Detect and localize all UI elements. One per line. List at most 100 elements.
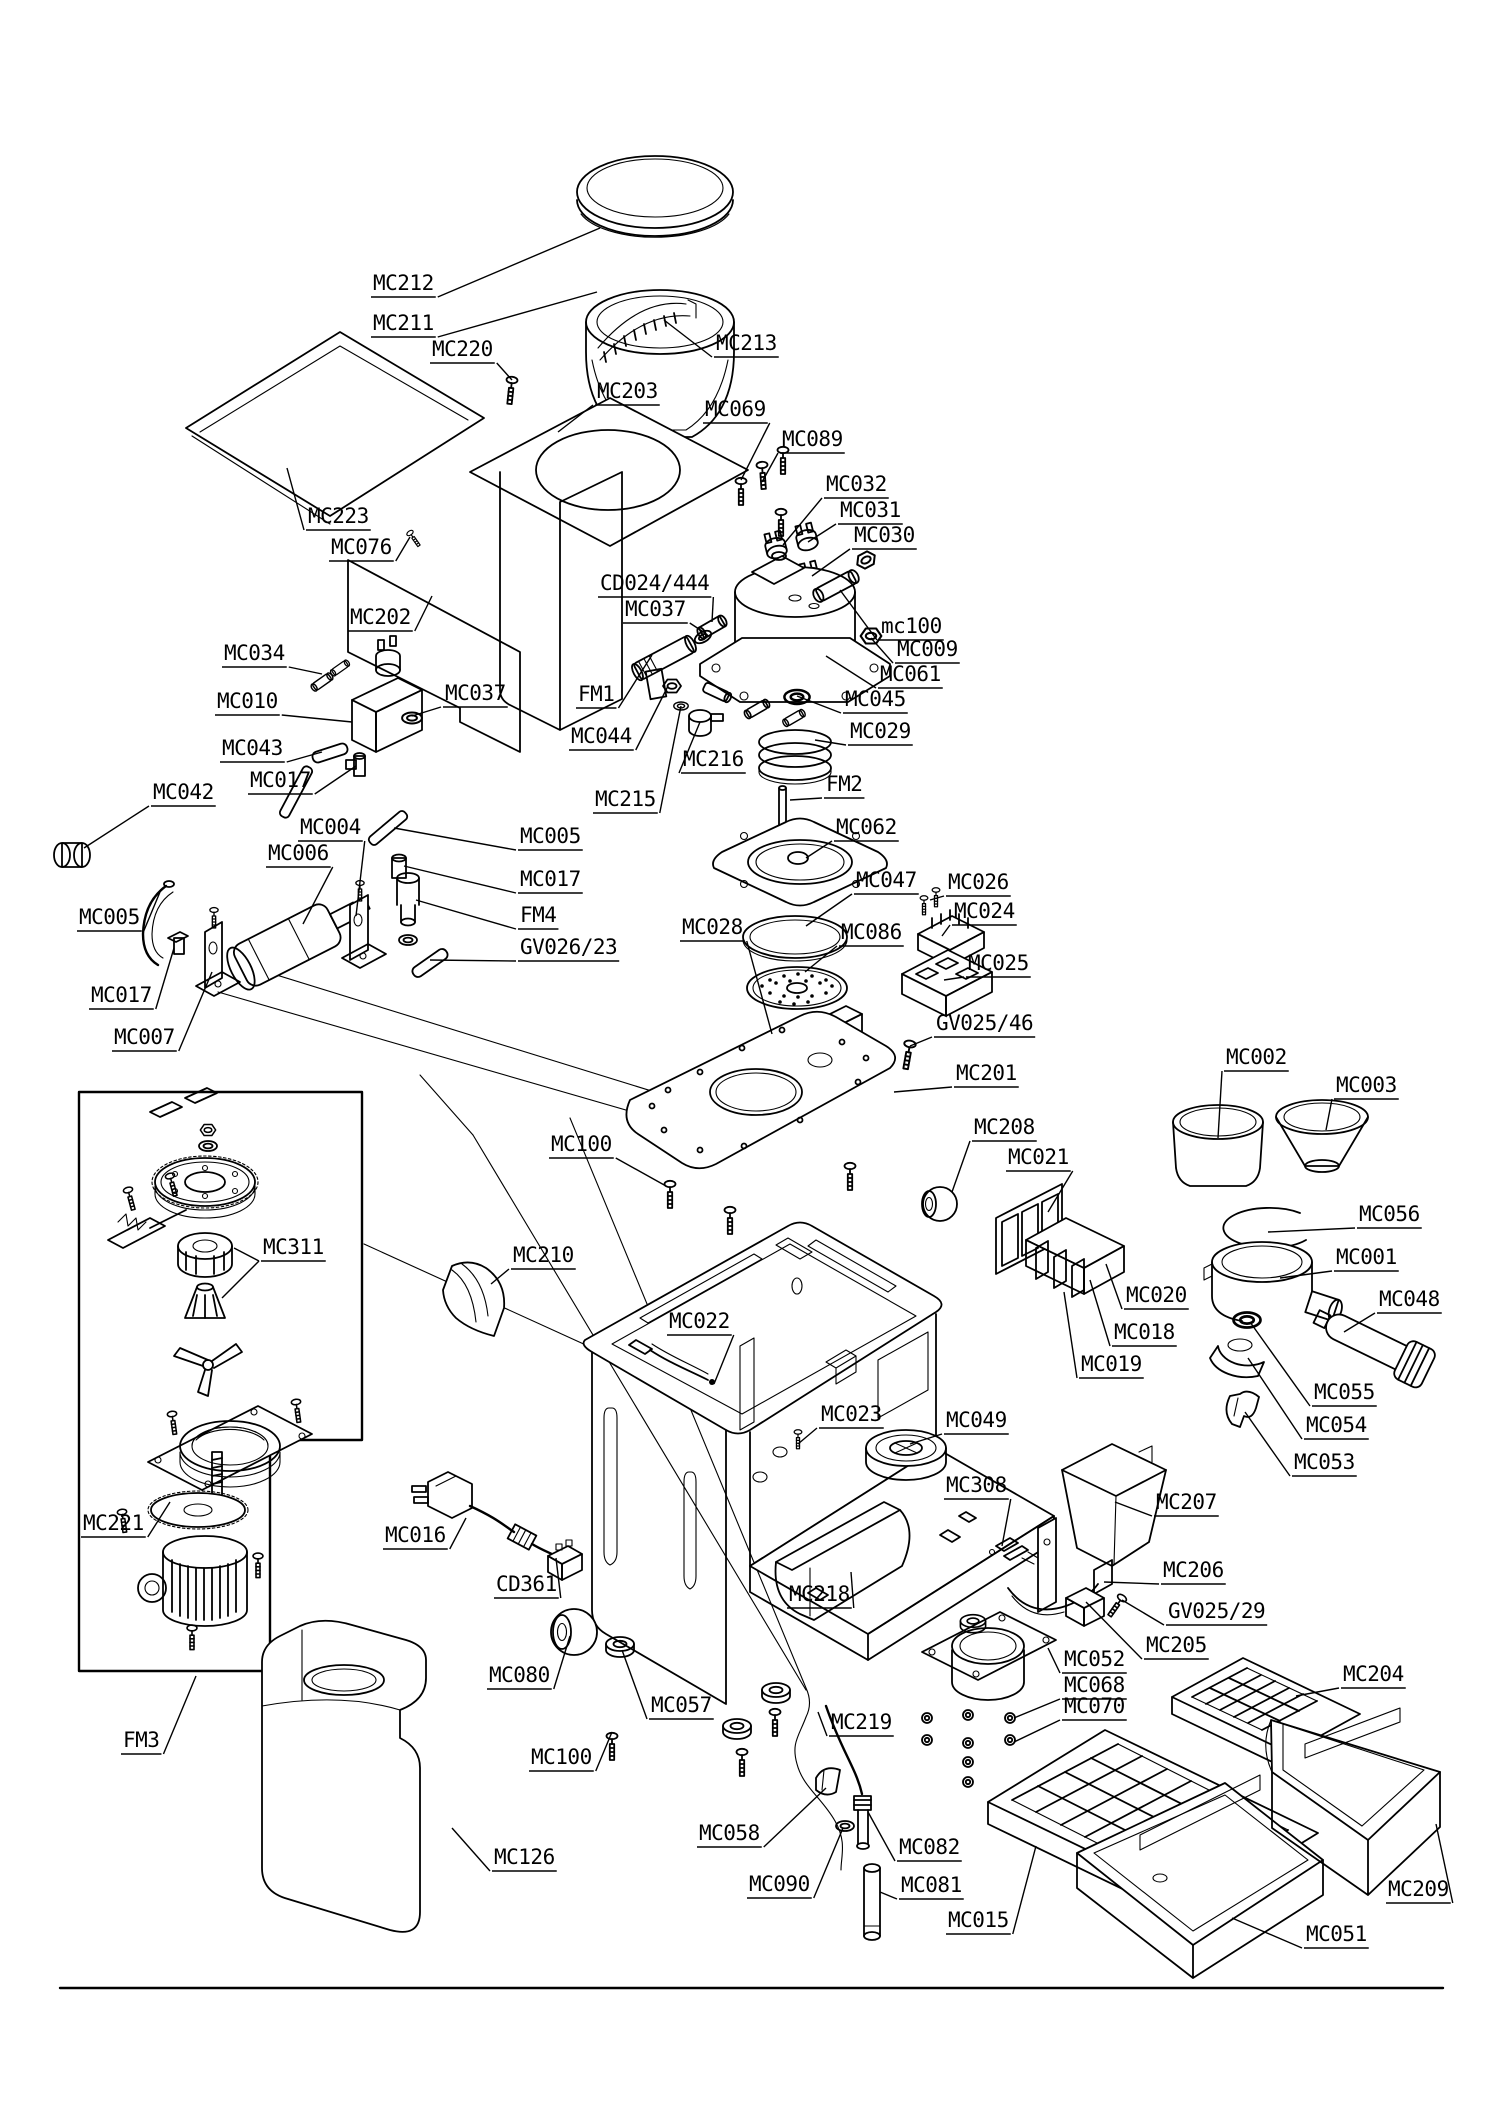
part-label-mc020: MC020 — [1105, 1263, 1189, 1310]
mc042-bushing — [53, 842, 91, 868]
leader-line — [1105, 1263, 1123, 1310]
burr-cone — [184, 1282, 226, 1319]
part-number-text: FM2 — [826, 772, 862, 796]
pump-bracket-left — [195, 906, 241, 997]
mc100-fitting — [812, 569, 860, 603]
chassis-group — [582, 1186, 1055, 1705]
sweeper-blade — [173, 1343, 243, 1397]
part-label-cd024-444: CD024/444 — [598, 571, 715, 623]
bearing — [177, 1232, 233, 1278]
leader-line — [879, 1891, 898, 1900]
chassis-top-face — [582, 1221, 943, 1435]
part-label-mc026: MC026 — [929, 870, 1011, 901]
mc003-filter-cone — [1275, 1099, 1369, 1173]
base-plate-group — [625, 1005, 918, 1235]
leader-line — [496, 362, 513, 381]
part-label-mc005: MC005 — [77, 891, 161, 932]
leader-line — [355, 840, 366, 917]
part-label-mc070: MC070 — [1013, 1694, 1127, 1743]
leader-line — [403, 865, 517, 894]
part-number-text: MC212 — [373, 271, 434, 295]
fm3-inset-box — [77, 1087, 364, 1673]
lower-right-group — [921, 1443, 1167, 1788]
mc221-gear — [150, 1492, 246, 1528]
mc029-spring — [758, 729, 832, 785]
mc308-microswitch — [988, 1537, 1039, 1565]
part-number-text: MC057 — [651, 1693, 712, 1717]
leader-line — [1089, 1279, 1111, 1347]
leader-line — [1047, 1170, 1074, 1213]
part-label-mc080: MC080 — [487, 1635, 571, 1690]
part-number-text: MC215 — [595, 787, 656, 811]
part-label-mc202: MC202 — [348, 595, 433, 632]
switch-group — [995, 1183, 1125, 1298]
leader-line — [1001, 1498, 1012, 1547]
leader-line — [1085, 1601, 1143, 1660]
leader-line — [437, 227, 601, 298]
leader-line — [1279, 1270, 1333, 1279]
part-label-mc205: MC205 — [1085, 1601, 1209, 1660]
part-label-mc208: MC208 — [951, 1115, 1037, 1193]
part-label-mc201: MC201 — [893, 1061, 1019, 1093]
part-label-mc034: MC034 — [222, 641, 323, 675]
part-number-text: MC068 — [1064, 1673, 1125, 1697]
mc207-funnel — [1061, 1443, 1167, 1567]
part-number-text: MC209 — [1388, 1877, 1449, 1901]
part-number-text: MC052 — [1064, 1647, 1125, 1671]
leader-line — [805, 840, 833, 859]
part-label-gv026-23: GV026/23 — [429, 935, 620, 962]
pump-group — [53, 635, 449, 997]
mc051-drip-tray — [1076, 1774, 1324, 1979]
mc216-valve — [688, 709, 724, 737]
leader-line — [1249, 1321, 1311, 1407]
part-number-text: MC210 — [513, 1243, 574, 1267]
part-number-text: MC089 — [782, 427, 843, 451]
leader-line — [557, 404, 594, 433]
part-label-mc031: MC031 — [807, 498, 903, 543]
leader-line — [490, 1268, 510, 1285]
screw-icon — [734, 476, 748, 506]
part-label-gv025-29: GV025/29 — [1121, 1599, 1268, 1626]
part-number-text: MC043 — [222, 736, 283, 760]
part-label-mc015: MC015 — [946, 1845, 1037, 1935]
leader-line — [763, 1787, 827, 1848]
screw-icon — [755, 460, 771, 491]
part-label-mc100: MC100 — [549, 1132, 667, 1187]
part-label-fm2: FM2 — [789, 772, 865, 801]
part-label-mc223: MC223 — [286, 467, 371, 531]
part-label-mc126: MC126 — [451, 1827, 557, 1872]
leader-line — [761, 452, 779, 483]
leader-line — [615, 1157, 667, 1187]
grinder-top-plate — [469, 397, 749, 547]
part-number-text: MC218 — [789, 1582, 850, 1606]
part-label-mc043: MC043 — [220, 736, 323, 763]
part-number-text: MC062 — [836, 815, 897, 839]
part-number-text: MC024 — [954, 899, 1015, 923]
part-label-mc037: MC037 — [411, 681, 508, 717]
leader-line — [451, 1827, 491, 1872]
mc223-lid — [185, 331, 485, 517]
part-number-text: MC082 — [899, 1835, 960, 1859]
part-label-mc058: MC058 — [697, 1787, 827, 1848]
part-label-mc220: MC220 — [430, 337, 513, 381]
part-number-text: MC080 — [489, 1663, 550, 1687]
thermostat-icon — [761, 529, 790, 562]
part-label-mc213: MC213 — [663, 319, 779, 358]
leader-line — [411, 706, 442, 717]
leader-line — [689, 622, 706, 634]
mc022-cable — [628, 1339, 715, 1385]
leader-line — [1047, 1647, 1061, 1674]
leader-line — [909, 1433, 943, 1445]
boiler-group — [699, 445, 891, 703]
chassis-deck — [749, 1447, 1055, 1635]
part-label-gv025-46: GV025/46 — [909, 1011, 1036, 1047]
leader-line — [178, 971, 213, 1052]
part-label-mc018: MC018 — [1089, 1279, 1177, 1347]
leader-line — [288, 666, 323, 675]
part-label-mc216: MC216 — [678, 721, 746, 774]
part-label-mc212: MC212 — [371, 227, 601, 298]
leader-line — [713, 1334, 735, 1385]
part-number-text: MC028 — [682, 915, 743, 939]
mc213-strip-ticks — [603, 312, 677, 363]
part-label-mc022: MC022 — [667, 1309, 735, 1385]
